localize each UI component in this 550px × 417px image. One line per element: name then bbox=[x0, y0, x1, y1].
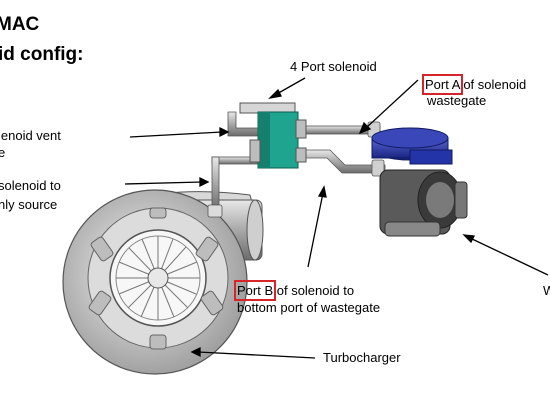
solenoid bbox=[239, 102, 307, 169]
turbocharger-label: Turbocharger bbox=[323, 350, 401, 365]
vent-label-line2: e bbox=[0, 145, 6, 160]
source-label-line2: nly source bbox=[0, 197, 58, 212]
port-b-label: Port B of solenoid to bbox=[233, 280, 355, 301]
port-a-desc: of solenoid bbox=[459, 77, 527, 92]
port-a-label: Port A of solenoid bbox=[422, 74, 527, 95]
header-line-1: MAC bbox=[0, 14, 40, 35]
leader-lines bbox=[124, 77, 549, 359]
right-cut-label: W bbox=[543, 283, 550, 298]
vent-label-line1: lenoid vent bbox=[0, 128, 61, 143]
port-b-desc: of solenoid to bbox=[273, 283, 355, 298]
header-line-2: id config: bbox=[0, 44, 84, 65]
vacuum-lines bbox=[207, 111, 386, 218]
wastegate bbox=[371, 127, 468, 237]
source-label-line1: solenoid to bbox=[0, 178, 61, 193]
turbocharger bbox=[62, 189, 264, 375]
port-b-highlight: Port B bbox=[233, 280, 277, 301]
port-a-line2: wastegate bbox=[427, 93, 487, 108]
solenoid-title: 4 Port solenoid bbox=[290, 59, 377, 74]
port-b-line2: bottom port of wastegate bbox=[237, 300, 381, 315]
port-a-highlight: Port A bbox=[422, 74, 463, 95]
